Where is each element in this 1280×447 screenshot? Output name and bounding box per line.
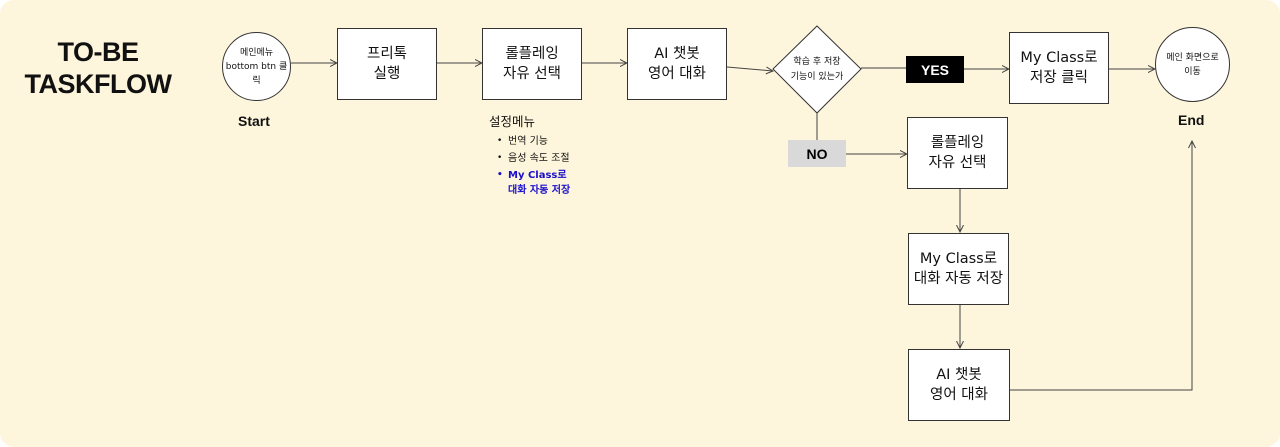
save-to-myclass-step: My Class로 저장 클릭 [1009,32,1109,104]
yes-tag: YES [906,56,964,83]
save-to-myclass-label: My Class로 저장 클릭 [1020,50,1098,86]
ai-chat-step-2: AI 챗봇 영어 대화 [908,349,1010,421]
edge-aichat2-to-end [1010,141,1192,391]
ai-chat-2-label: AI 챗봇 영어 대화 [930,367,988,403]
start-node: 메인메뉴 bottom btn 클릭 [222,32,291,101]
roleplay-select-step-2: 롤플레잉 자유 선택 [907,117,1008,189]
yes-tag-label: YES [920,61,949,78]
settings-menu-title: 설정메뉴 [489,114,536,129]
settings-menu-list: 번역 기능 음성 속도 조절 My Class로 대화 자동 저장 [489,134,629,198]
edge-aichat-to-decision [726,67,773,71]
title-line-2: TASKFLOW [24,69,172,99]
decision-node: 학습 후 저장 기능이 있는가 [773,26,861,113]
auto-save-step: My Class로 대화 자동 저장 [908,233,1009,305]
start-caption: Start [238,113,270,129]
settings-item-auto-save: My Class로 대화 자동 저장 [489,168,629,198]
ai-chat-step: AI 챗봇 영어 대화 [627,28,727,100]
auto-save-label: My Class로 대화 자동 저장 [913,251,1004,287]
roleplay-select-label: 롤플레잉 자유 선택 [503,46,561,82]
freetalk-run-label: 프리톡 실행 [366,46,408,82]
no-tag-label: NO [806,145,828,162]
end-node: 메인 화면으로 이동 [1155,27,1230,102]
end-node-label: 메인 화면으로 이동 [1166,52,1219,77]
decision-diamond-shape [772,25,862,114]
ai-chat-label: AI 챗봇 영어 대화 [648,46,706,82]
title-line-1: TO-BE [57,37,139,67]
settings-item-voice-speed: 음성 속도 조절 [489,151,629,166]
settings-menu: 설정메뉴 번역 기능 음성 속도 조절 My Class로 대화 자동 저장 [489,111,629,200]
freetalk-run-step: 프리톡 실행 [337,28,437,100]
start-node-label: 메인메뉴 bottom btn 클릭 [225,47,288,86]
roleplay-select-2-label: 롤플레잉 자유 선택 [928,135,987,171]
roleplay-select-step: 롤플레잉 자유 선택 [482,28,582,100]
settings-item-translate: 번역 기능 [489,134,629,149]
page-title: TO-BE TASKFLOW [18,36,178,100]
decision-label: 학습 후 저장 기능이 있는가 [790,56,844,82]
end-caption: End [1178,112,1205,128]
no-tag: NO [788,140,846,167]
